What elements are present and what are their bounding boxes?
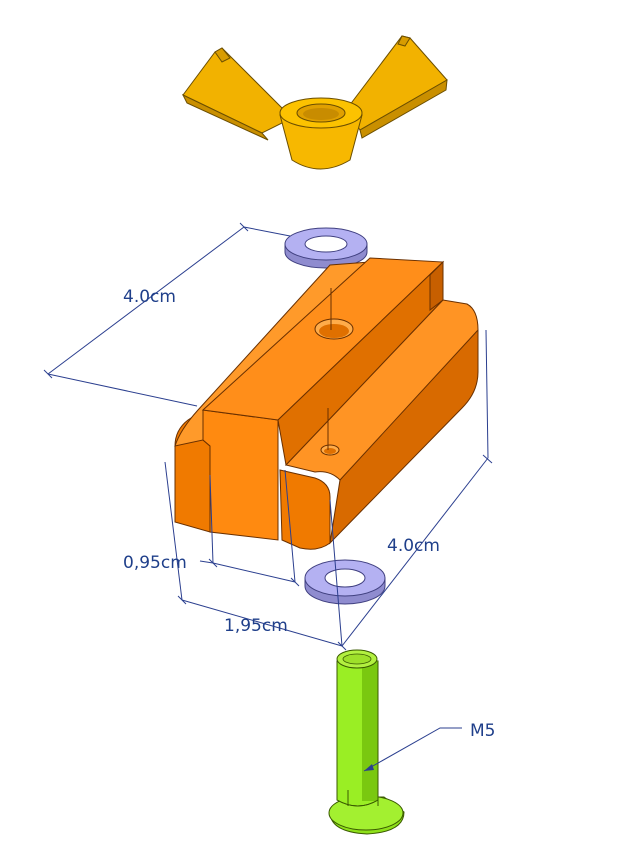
bottom-washer bbox=[304, 559, 386, 605]
wing-nut bbox=[181, 35, 448, 170]
label-bolt: M5 bbox=[470, 721, 495, 741]
dimension-base-width bbox=[164, 461, 343, 647]
label-top-width: 4.0cm bbox=[123, 287, 176, 307]
top-washer bbox=[284, 227, 368, 269]
label-base-width: 1,95cm bbox=[224, 616, 288, 636]
bolt-leader bbox=[363, 727, 462, 772]
label-side-length: 4.0cm bbox=[387, 536, 440, 556]
block bbox=[174, 257, 479, 550]
dimension-slot-width bbox=[199, 469, 300, 587]
label-slot-width: 0,95cm bbox=[123, 553, 187, 573]
bolt bbox=[328, 649, 405, 835]
dimension-top-width bbox=[43, 222, 291, 407]
dimension-side-length bbox=[329, 329, 493, 651]
